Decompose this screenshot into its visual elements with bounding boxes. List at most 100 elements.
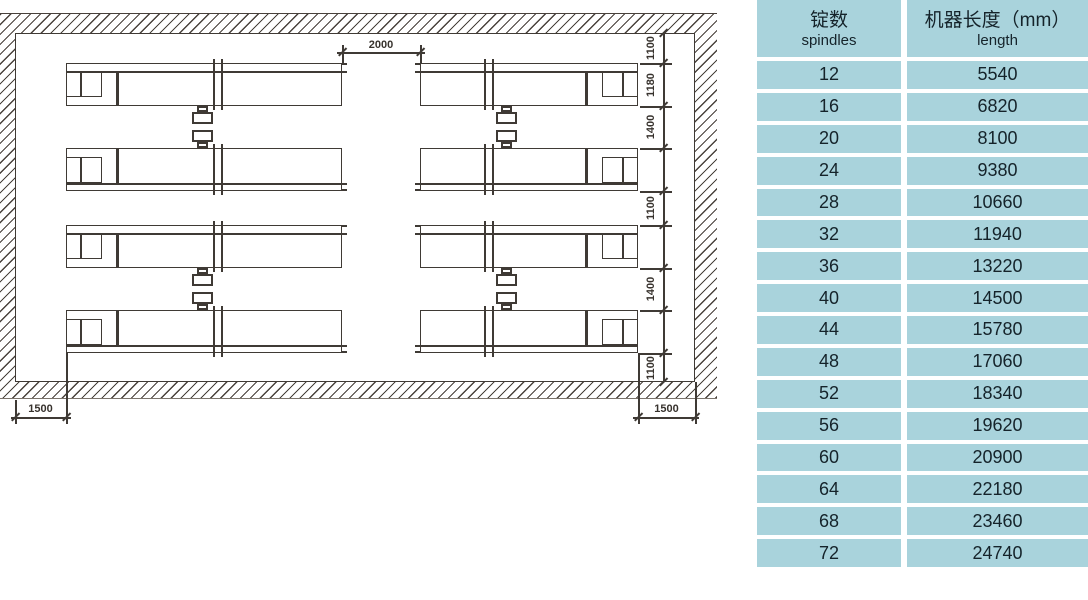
motor-box (192, 130, 213, 142)
strip-overhang (415, 183, 420, 185)
dim-extension (640, 63, 672, 65)
section-divider (585, 71, 588, 106)
strip-overhang (342, 63, 347, 65)
machine-strip-line (420, 71, 638, 73)
dim-bottom-right-clearance: 1500 (654, 403, 679, 415)
headstock-divider (80, 157, 82, 183)
strip-overhang (342, 189, 347, 191)
length-cell: 17060 (907, 347, 1088, 376)
dim-extension (66, 353, 68, 424)
dim-extension (638, 353, 640, 424)
motor-box (496, 112, 517, 124)
headstock-box (66, 319, 102, 345)
headstock-box (602, 157, 638, 183)
break-mark (221, 306, 223, 357)
dim-chain-line (663, 33, 665, 382)
dim-extension (640, 310, 672, 312)
spindles-cell: 12 (757, 61, 901, 89)
break-mark (492, 144, 494, 195)
spindles-cell: 64 (757, 475, 901, 504)
dim-extension (640, 106, 672, 108)
motor-box (496, 130, 517, 142)
header-spindles-zh: 锭数 (809, 10, 848, 32)
length-cell: 15780 (907, 316, 1088, 344)
motor-box (192, 292, 213, 304)
section-divider (116, 310, 119, 345)
length-cell: 20900 (907, 443, 1088, 472)
motor-box (192, 274, 213, 286)
length-cell: 11940 (907, 220, 1088, 249)
machine-body (66, 63, 342, 106)
dim-line (337, 52, 425, 54)
strip-overhang (342, 183, 347, 185)
section-divider (116, 148, 119, 183)
floor-plan-diagram: 2000 1100 1180 1400 1100 1400 1100 1500 … (0, 13, 717, 424)
spindles-cell: 36 (757, 252, 901, 281)
dim-center-aisle: 2000 (368, 39, 394, 51)
dim-bottom-left-clearance: 1500 (28, 403, 53, 415)
strip-overhang (415, 345, 420, 347)
break-mark (213, 59, 215, 110)
headstock-divider (622, 233, 624, 259)
machine-strip-line (420, 233, 638, 235)
spindles-cell: 28 (757, 188, 901, 217)
table-header: 锭数 spindles 机器长度（mm） length (757, 0, 1088, 57)
dim-right-bottom-clearance: 1100 (645, 356, 657, 380)
strip-overhang (415, 71, 420, 73)
motor-neck (197, 304, 208, 310)
spindles-cell: 32 (757, 220, 901, 249)
section-divider (585, 148, 588, 183)
header-spindles-en: spindles (801, 32, 857, 50)
break-mark (221, 144, 223, 195)
strip-overhang (415, 63, 420, 65)
header-length: 机器长度（mm） length (907, 0, 1088, 57)
length-cell: 13220 (907, 252, 1088, 281)
section-divider (585, 233, 588, 268)
motor-neck (197, 268, 208, 274)
break-mark (484, 306, 486, 357)
strip-overhang (342, 225, 347, 227)
machine-strip-line (66, 345, 342, 347)
room-interior (15, 33, 695, 382)
spindles-cell: 48 (757, 347, 901, 376)
dim-extension (15, 400, 17, 424)
machine-strip-line (66, 71, 342, 73)
machine-strip-line (420, 345, 638, 347)
spindles-cell: 72 (757, 539, 901, 567)
length-cell: 19620 (907, 411, 1088, 440)
headstock-divider (80, 71, 82, 97)
spindles-cell: 20 (757, 124, 901, 153)
break-mark (492, 306, 494, 357)
length-cell: 9380 (907, 156, 1088, 185)
length-cell: 10660 (907, 188, 1088, 217)
motor-box (496, 292, 517, 304)
headstock-box (602, 319, 638, 345)
spindles-cell: 24 (757, 156, 901, 185)
break-mark (213, 221, 215, 272)
headstock-box (66, 157, 102, 183)
break-mark (484, 59, 486, 110)
motor-neck (501, 106, 512, 112)
break-mark (221, 59, 223, 110)
headstock-box (602, 71, 638, 97)
headstock-divider (622, 71, 624, 97)
length-cell: 6820 (907, 92, 1088, 121)
break-mark (492, 59, 494, 110)
length-cell: 8100 (907, 124, 1088, 153)
length-cell: 22180 (907, 475, 1088, 504)
motor-neck (197, 106, 208, 112)
length-cell: 5540 (907, 61, 1088, 89)
strip-overhang (342, 345, 347, 347)
